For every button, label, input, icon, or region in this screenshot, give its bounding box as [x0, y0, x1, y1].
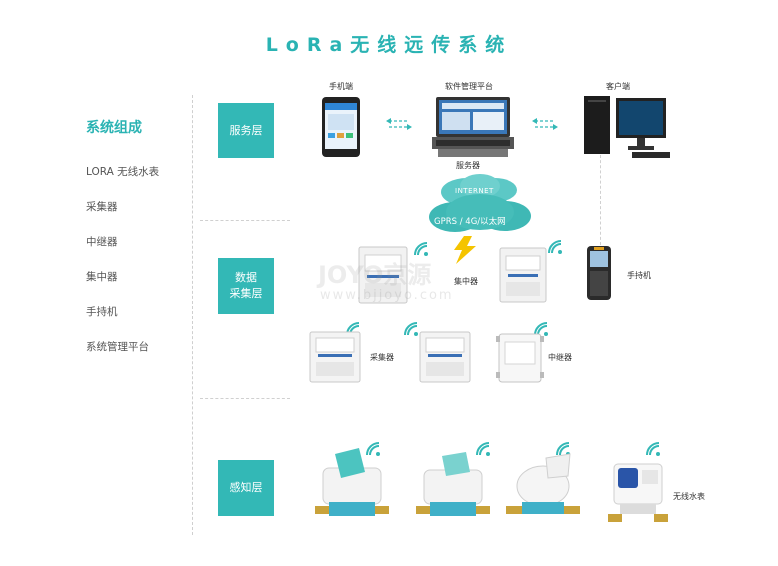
layer-service: 服务层 [218, 103, 274, 158]
label-mobile: 手机端 [329, 82, 353, 91]
sidebar-item-water-meter: LORA 无线水表 [86, 166, 160, 178]
network-label: GPRS / 4G/以太网 [434, 217, 506, 227]
concentrator-device-image [358, 246, 408, 304]
collector-device-image [309, 331, 361, 383]
label-server: 服务器 [456, 161, 480, 170]
wifi-icon [476, 442, 490, 456]
relay-device-image [496, 333, 544, 383]
sidebar-item-collector: 采集器 [86, 201, 118, 213]
internet-label: INTERNET [455, 187, 494, 195]
phone-image [322, 97, 360, 157]
wifi-icon [646, 442, 660, 456]
layer-divider-2 [200, 398, 290, 399]
label-concentrator: 集中器 [454, 277, 478, 286]
label-client: 客户端 [606, 82, 630, 91]
server-platform-image [432, 97, 514, 157]
layer-collect: 数据采集层 [218, 258, 274, 314]
wifi-icon [404, 322, 418, 336]
watermark-url: www.bjjoyo.com [320, 288, 454, 303]
label-collector: 采集器 [370, 353, 394, 362]
label-platform: 软件管理平台 [445, 82, 493, 91]
layer-sense: 感知层 [218, 460, 274, 516]
collector-device-image-2 [419, 331, 471, 383]
label-water-meter: 无线水表 [673, 492, 705, 501]
sync-arrow-right [532, 118, 558, 130]
page-title: LoRa无线远传系统 [265, 34, 513, 56]
water-meter-image-1 [315, 448, 389, 516]
vertical-divider [192, 95, 193, 535]
layer-divider-1 [200, 220, 290, 221]
label-handheld: 手持机 [627, 271, 651, 280]
wifi-icon [548, 240, 562, 254]
water-meter-image-2 [416, 452, 490, 516]
handheld-terminal-image [587, 246, 611, 300]
sidebar-item-relay: 中继器 [86, 236, 118, 248]
watermark-brand: JOYO京源 [318, 261, 432, 289]
wifi-icon [414, 242, 428, 256]
internet-cloud-image [429, 174, 531, 232]
water-meter-image-4 [608, 463, 668, 522]
water-meter-image-3 [506, 453, 580, 514]
wifi-icon [366, 442, 380, 456]
sidebar-item-platform: 系统管理平台 [86, 341, 149, 353]
sidebar-heading: 系统组成 [86, 120, 142, 136]
lightning-bolt-icon [454, 236, 476, 264]
concentrator-device-image-2 [499, 247, 547, 303]
desktop-computer-image [584, 96, 670, 158]
client-connector [600, 155, 601, 245]
sidebar-item-handheld: 手持机 [86, 306, 118, 318]
sidebar-item-concentrator: 集中器 [86, 271, 118, 283]
sync-arrow-left [386, 118, 412, 130]
label-relay: 中继器 [548, 353, 572, 362]
